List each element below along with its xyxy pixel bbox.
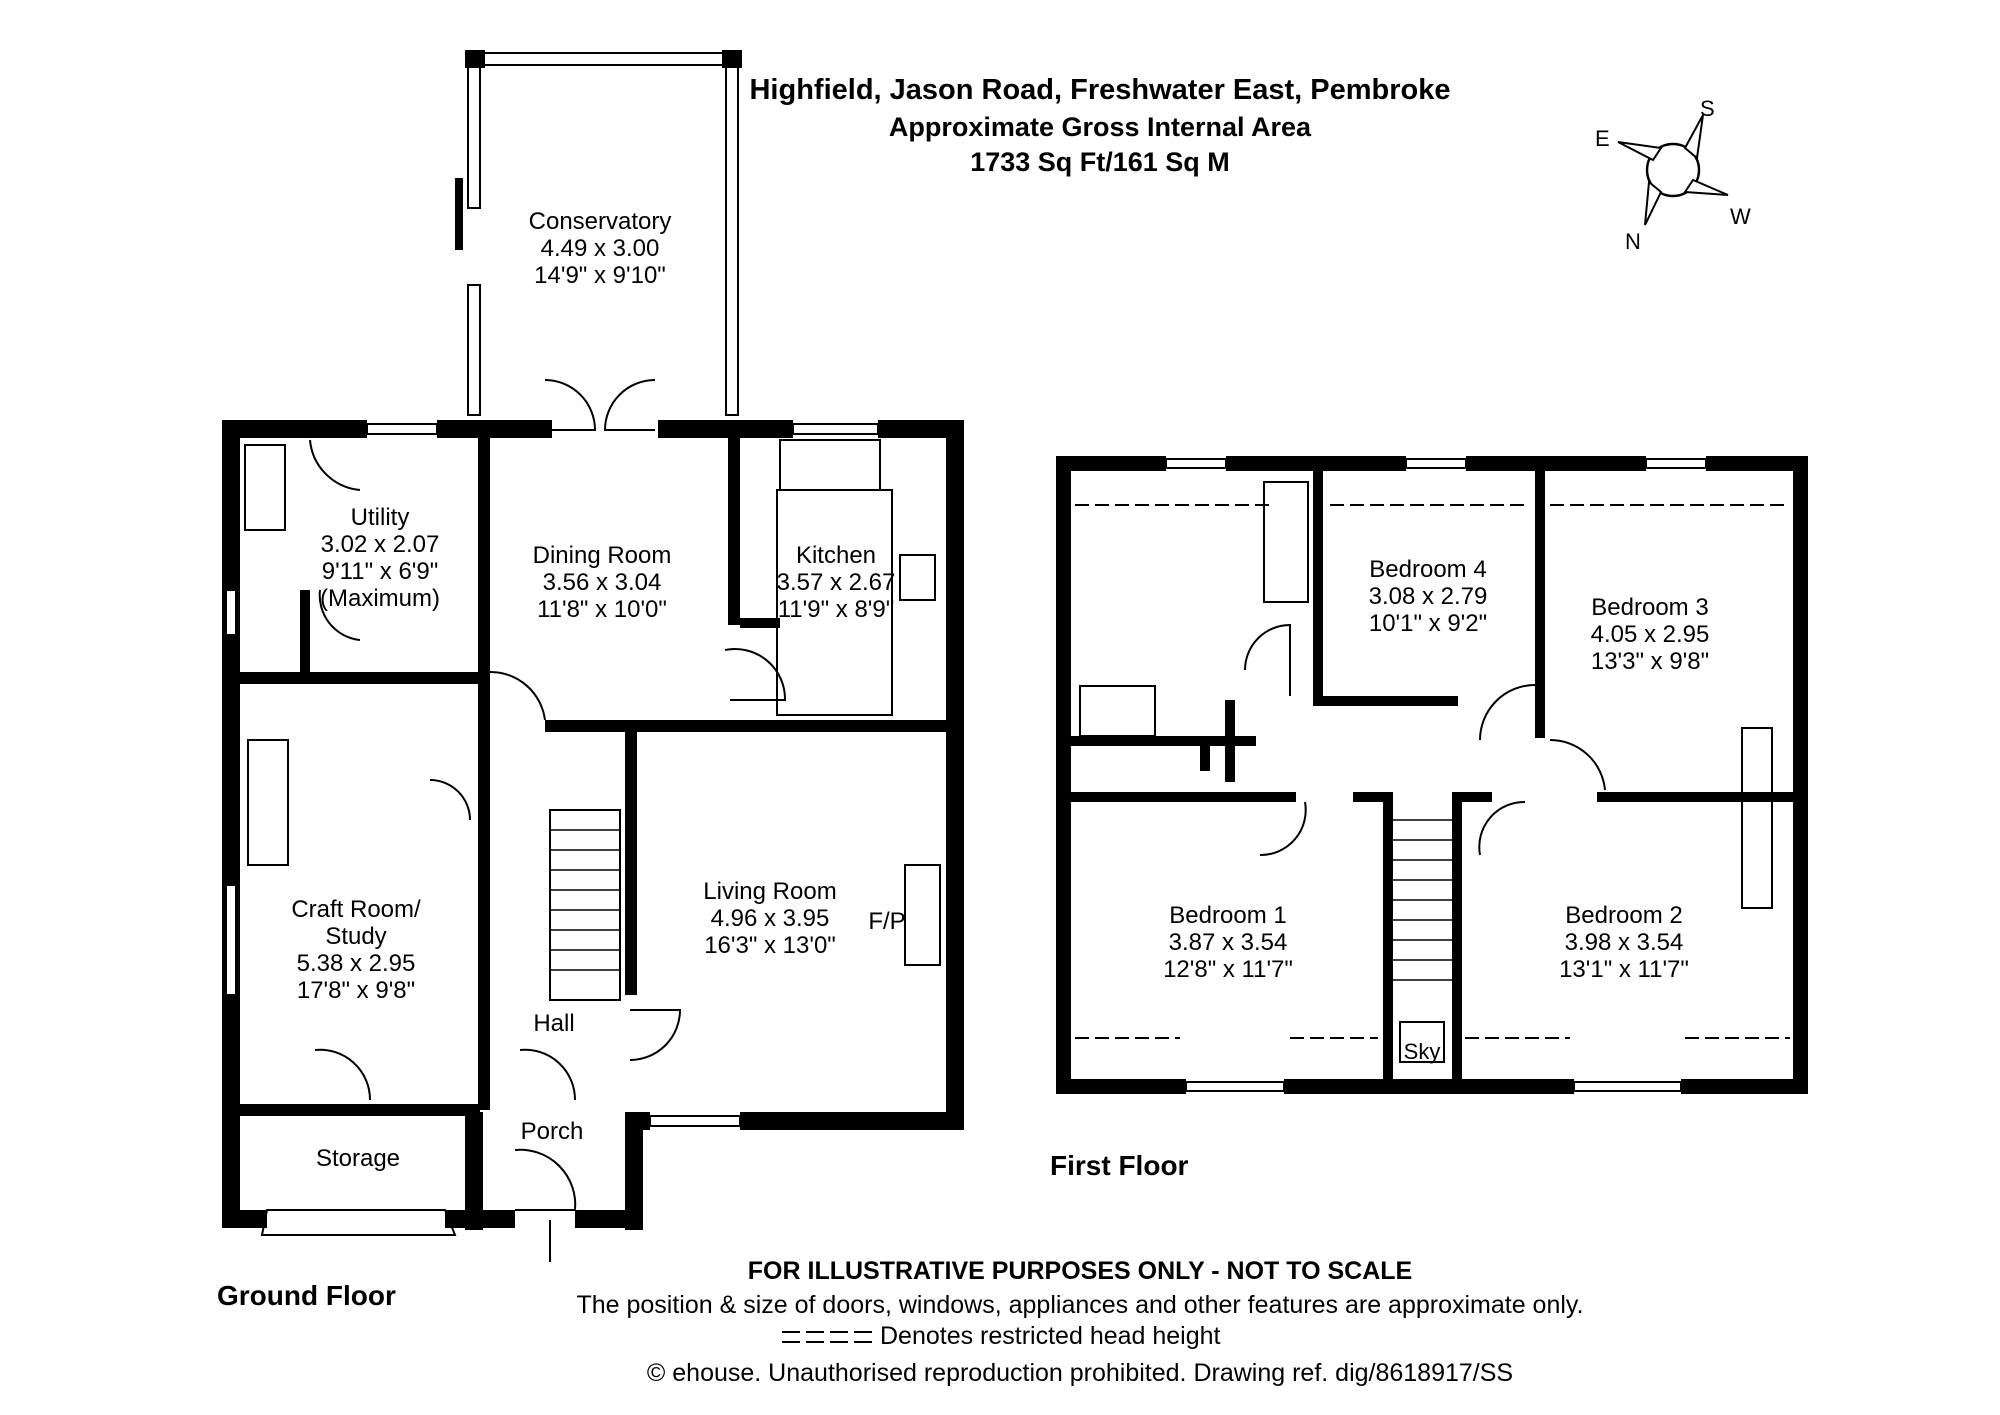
skylight-label: Sky <box>1403 1039 1441 1064</box>
first-floor-plan <box>1056 456 1808 1094</box>
dining-room-label: Dining Room 3.56 x 3.04 11'8" x 10'0" <box>532 542 672 623</box>
ground-floor-plan <box>222 50 964 1262</box>
utility-label: Utility 3.02 x 2.07 9'11" x 6'9" (Maximu… <box>320 504 440 612</box>
living-room-label: Living Room 4.96 x 3.95 16'3" x 13'0" <box>703 878 837 959</box>
fireplace-label: F/P <box>868 908 906 935</box>
storage-label: Storage <box>315 1145 401 1172</box>
area-value: 1733 Sq Ft/161 Sq M <box>970 147 1230 177</box>
first-floor-title: First Floor <box>1050 1150 1189 1181</box>
hall-label: Hall <box>533 1010 575 1037</box>
compass-w: W <box>1730 204 1751 229</box>
bedroom-4-label: Bedroom 4 3.08 x 2.79 10'1" x 9'2" <box>1368 556 1488 637</box>
bedroom-2-label: Bedroom 2 3.98 x 3.54 13'1" x 11'7" <box>1559 902 1689 983</box>
area-title: Approximate Gross Internal Area <box>888 112 1312 142</box>
disclaimer-line-2: The position & size of doors, windows, a… <box>576 1291 1584 1319</box>
copyright: © ehouse. Unauthorised reproduction proh… <box>646 1359 1514 1387</box>
address-title: Highfield, Jason Road, Freshwater East, … <box>749 74 1451 106</box>
conservatory-label: Conservatory 4.49 x 3.00 14'9" x 9'10" <box>528 208 672 289</box>
restricted-height-key-icon <box>780 1329 875 1345</box>
restricted-height-key-text: Denotes restricted head height <box>880 1322 1221 1350</box>
porch-label: Porch <box>520 1118 584 1145</box>
compass-s: S <box>1700 96 1715 121</box>
compass-e: E <box>1595 126 1610 151</box>
ground-floor-title: Ground Floor <box>217 1280 396 1311</box>
disclaimer: FOR ILLUSTRATIVE PURPOSES ONLY - NOT TO … <box>747 1257 1413 1285</box>
compass-n: N <box>1625 229 1641 254</box>
craft-room-label: Craft Room/ Study 5.38 x 2.95 17'8" x 9'… <box>291 896 421 1004</box>
kitchen-label: Kitchen 3.57 x 2.67 11'9" x 8'9" <box>776 542 896 623</box>
bedroom-1-label: Bedroom 1 3.87 x 3.54 12'8" x 11'7" <box>1163 902 1293 983</box>
compass-icon <box>1617 114 1729 226</box>
bedroom-3-label: Bedroom 3 4.05 x 2.95 13'3" x 9'8" <box>1590 594 1710 675</box>
